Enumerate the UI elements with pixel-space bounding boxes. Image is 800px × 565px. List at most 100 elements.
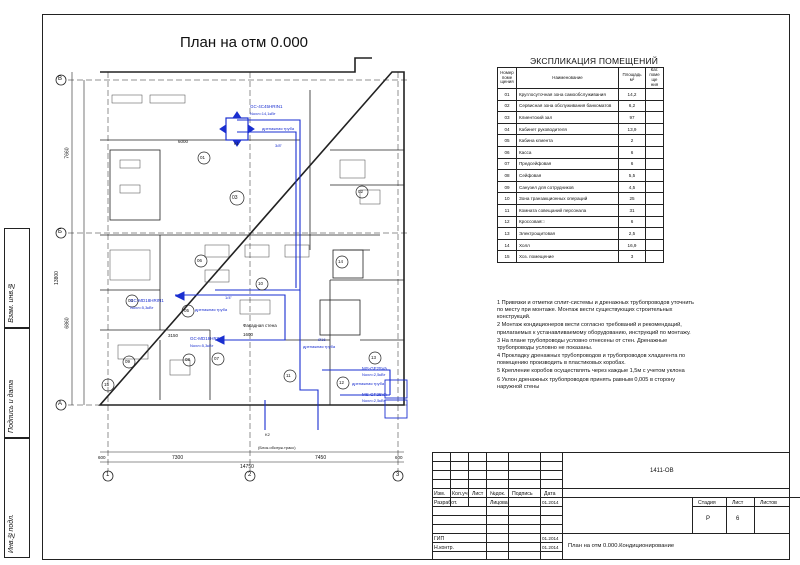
room-label: 09 bbox=[125, 359, 131, 364]
drain-1-label: дренажная труба bbox=[262, 126, 295, 131]
title-block: 1411-ОВ Изм. Кол.уч Лист №док. Подпись Д… bbox=[432, 452, 800, 560]
drawing-title: План на отм 0.000 bbox=[180, 34, 309, 51]
cell-name: Санузел для сотрудников bbox=[516, 180, 619, 194]
inner-walls bbox=[100, 90, 404, 405]
cell-category bbox=[645, 180, 664, 194]
col-header: Наименование bbox=[516, 67, 619, 89]
room-label: 07 bbox=[214, 356, 220, 361]
cell-area: 6 bbox=[618, 215, 646, 229]
cell-category bbox=[645, 99, 664, 113]
cell-n: 01 bbox=[497, 88, 517, 101]
room-label: 02 bbox=[358, 189, 364, 194]
cell-name: Касса bbox=[516, 145, 619, 159]
cell-category bbox=[645, 134, 664, 147]
k1-label: K1 bbox=[234, 141, 239, 146]
room-label: 03 bbox=[232, 195, 238, 201]
room-label: 08 bbox=[185, 357, 191, 362]
axis-label-a: А bbox=[58, 401, 63, 407]
outdoor-units bbox=[384, 379, 408, 419]
dim-bottom-4: 600 bbox=[395, 455, 403, 460]
col-header: №док. bbox=[490, 491, 506, 497]
unit-1-label: GC-4C45HRIN1 bbox=[250, 104, 283, 109]
dim-top-short: 6000 bbox=[178, 139, 189, 144]
cell-name: Комната совещаний персонала bbox=[516, 203, 619, 217]
date-2: 01.2014 bbox=[542, 536, 559, 541]
dim-left-2: 13800 bbox=[53, 271, 60, 285]
note: 5 Крепление коробов осуществлять через к… bbox=[497, 368, 685, 375]
cell-name: Хоз. помещение bbox=[516, 250, 619, 263]
date-3: 01.2014 bbox=[542, 545, 559, 550]
cell-area: 6,2 bbox=[618, 99, 646, 113]
cell-name: Сейфовая bbox=[516, 169, 619, 182]
cell-n: 14 bbox=[497, 238, 517, 252]
dim-bottom-total: 14750 bbox=[240, 464, 254, 470]
stage-label: Стадия bbox=[698, 500, 716, 506]
cell-category bbox=[645, 238, 664, 252]
room-label: 10 bbox=[258, 281, 264, 286]
axis-label-v: В bbox=[58, 76, 63, 82]
explication-table: Номер поме щения Наименование Площадь м²… bbox=[497, 67, 664, 263]
dimension-lines bbox=[71, 72, 404, 463]
cell-n: 10 bbox=[497, 192, 517, 205]
sheet-label: Лист bbox=[732, 500, 744, 506]
cell-n: 06 bbox=[497, 145, 517, 159]
cell-name: Зона транзакционных операций bbox=[516, 192, 619, 205]
dim-internal: 3150 bbox=[168, 333, 179, 338]
cell-category bbox=[645, 250, 664, 263]
cell-name: Предсейфовая bbox=[516, 157, 619, 171]
cell-n: 11 bbox=[497, 203, 517, 217]
cell-name: Кабина клиента bbox=[516, 134, 619, 147]
sheet-title: План на отм 0.000.Кондиционирование bbox=[568, 543, 675, 549]
cell-n: 08 bbox=[497, 169, 517, 182]
cell-category bbox=[645, 227, 664, 240]
stage-value: Р bbox=[706, 516, 711, 522]
cell-area: 6 bbox=[618, 145, 646, 159]
explication-title: ЭКСПЛИКАЦИЯ ПОМЕЩЕНИЙ bbox=[530, 56, 659, 66]
gip-label: ГИП bbox=[434, 536, 445, 542]
outdoor-1-label: MS-GF25VA bbox=[362, 366, 388, 371]
cell-category bbox=[645, 111, 664, 124]
cell-area: 25 bbox=[618, 192, 646, 205]
room-label: 15 bbox=[104, 382, 110, 387]
nkontr-label: Н.контр. bbox=[434, 545, 454, 551]
note: 2 Монтаж кондиционеров вести согласно тр… bbox=[497, 322, 691, 336]
cell-area: 2 bbox=[618, 134, 646, 147]
side-cell-replace: Взам. инв.№ bbox=[4, 228, 30, 328]
notes: 1 Привязки и отметки сплит-системы и дре… bbox=[497, 300, 697, 392]
cell-n: 03 bbox=[497, 111, 517, 124]
dim-internal: 1600 bbox=[243, 332, 254, 337]
drain-3-label: дренажная труба bbox=[303, 344, 336, 349]
cell-name: Кабинет руководителя bbox=[516, 122, 619, 136]
cell-n: 04 bbox=[497, 122, 517, 136]
cell-category bbox=[645, 145, 664, 159]
room-label: 06 bbox=[197, 258, 203, 263]
pipe-size-label: 3/8" bbox=[275, 143, 282, 148]
k2-label: K2 bbox=[265, 432, 270, 437]
cell-category bbox=[645, 192, 664, 205]
col-header: Изм. bbox=[434, 491, 446, 497]
side-cell-signature: Подпись и дата bbox=[4, 328, 30, 438]
cell-category bbox=[645, 157, 664, 171]
col-header: Номер поме щения bbox=[497, 67, 517, 89]
drain-4-label: дренажная труба bbox=[352, 381, 385, 386]
col-header: Кол.уч bbox=[452, 491, 468, 497]
side-strip: Взам. инв.№ Подпись и дата Инв.№подл. bbox=[4, 228, 30, 558]
outdoor-2-sub: Nохл=2,5кВт bbox=[362, 398, 386, 403]
cell-category bbox=[645, 215, 664, 229]
cell-name: Холл bbox=[516, 238, 619, 252]
axis-label-3: 3 bbox=[396, 472, 400, 478]
room-label: 04 bbox=[128, 298, 134, 303]
facade-label: Фасадная стена bbox=[243, 323, 277, 328]
axis-label-2: 2 bbox=[248, 472, 252, 478]
